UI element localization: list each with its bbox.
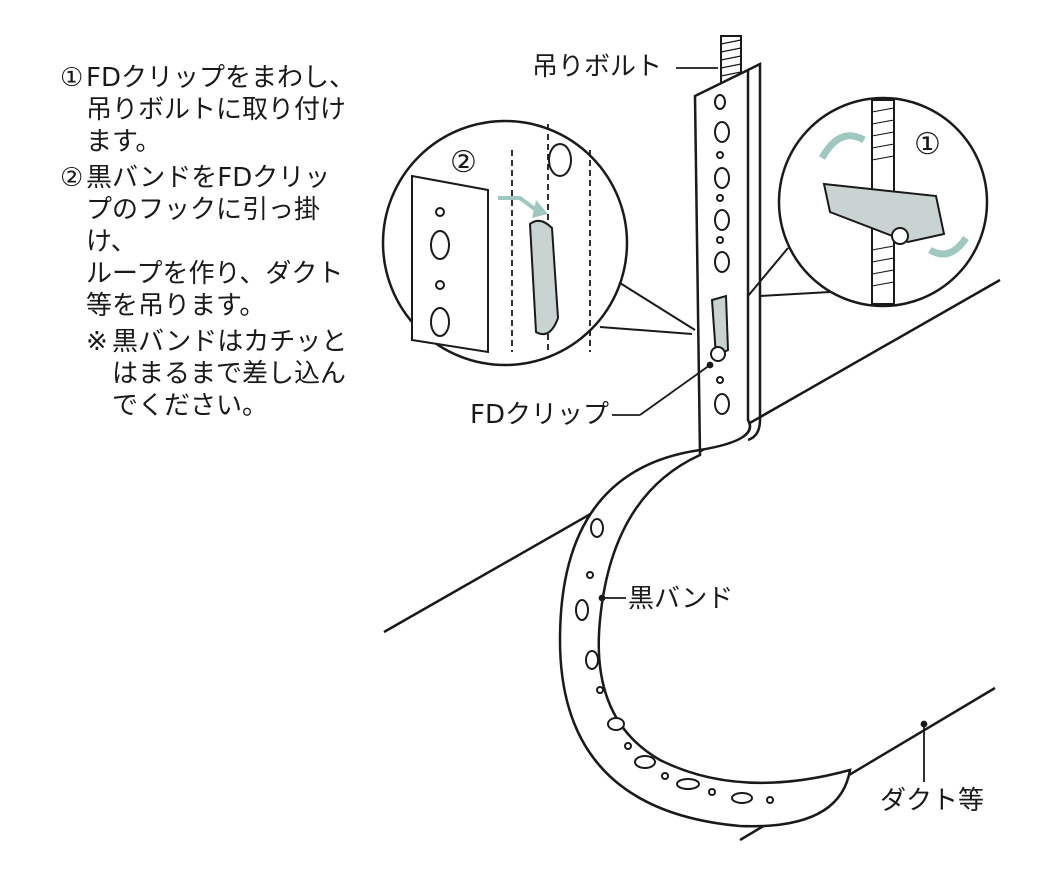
step-2-number: ② — [60, 163, 84, 193]
detail-badge-step-2: ② — [450, 145, 477, 180]
note-mark: ※ — [86, 327, 108, 357]
label-duct: ダクト等 — [880, 786, 985, 816]
note-line: でください。 — [112, 391, 269, 421]
black-band — [558, 61, 852, 828]
step-1-line: ます。 — [86, 127, 162, 157]
detail-circle-right — [747, 96, 989, 308]
label-fd-clip: FDクリップ — [470, 400, 609, 430]
instructions-panel: ① FDクリップをまわし、 吊りボルトに取り付け ます。 ② 黒バンドをFDクリ… — [60, 62, 360, 422]
band-holes — [575, 94, 774, 804]
step-1-line: FDクリップをまわし、 — [86, 63, 355, 93]
step-2-line: プのフックに引っ掛け、 — [86, 195, 321, 257]
step-1-number: ① — [60, 63, 84, 93]
step-2: ② 黒バンドをFDクリッ プのフックに引っ掛け、 ループを作り、ダクト 等を吊り… — [60, 162, 360, 322]
step-2-line: 黒バンドをFDクリッ — [86, 163, 331, 193]
leader-lines — [598, 67, 928, 782]
step-2-text: 黒バンドをFDクリッ プのフックに引っ掛け、 ループを作り、ダクト 等を吊ります… — [86, 162, 360, 322]
step-1: ① FDクリップをまわし、 吊りボルトに取り付け ます。 — [60, 62, 360, 158]
step-1-line: 吊りボルトに取り付け — [86, 95, 347, 125]
step-2-line: 等を吊ります。 — [86, 291, 266, 321]
step-1-text: FDクリップをまわし、 吊りボルトに取り付け ます。 — [86, 62, 360, 158]
note-line: 黒バンドはカチッと — [112, 327, 348, 357]
note-text: 黒バンドはカチッと はまるまで差し込ん でください。 — [112, 326, 360, 422]
step-2-line: ループを作り、ダクト — [86, 259, 344, 289]
note: ※ 黒バンドはカチッと はまるまで差し込ん でください。 — [60, 326, 360, 422]
detail-circle-left — [381, 119, 696, 367]
note-line: はまるまで差し込ん — [112, 359, 347, 389]
fd-clip — [710, 294, 730, 362]
label-hanger-bolt: 吊りボルト — [532, 52, 663, 82]
label-black-band: 黒バンド — [628, 584, 734, 614]
detail-badge-step-1: ① — [914, 127, 941, 162]
duct — [383, 278, 1001, 842]
